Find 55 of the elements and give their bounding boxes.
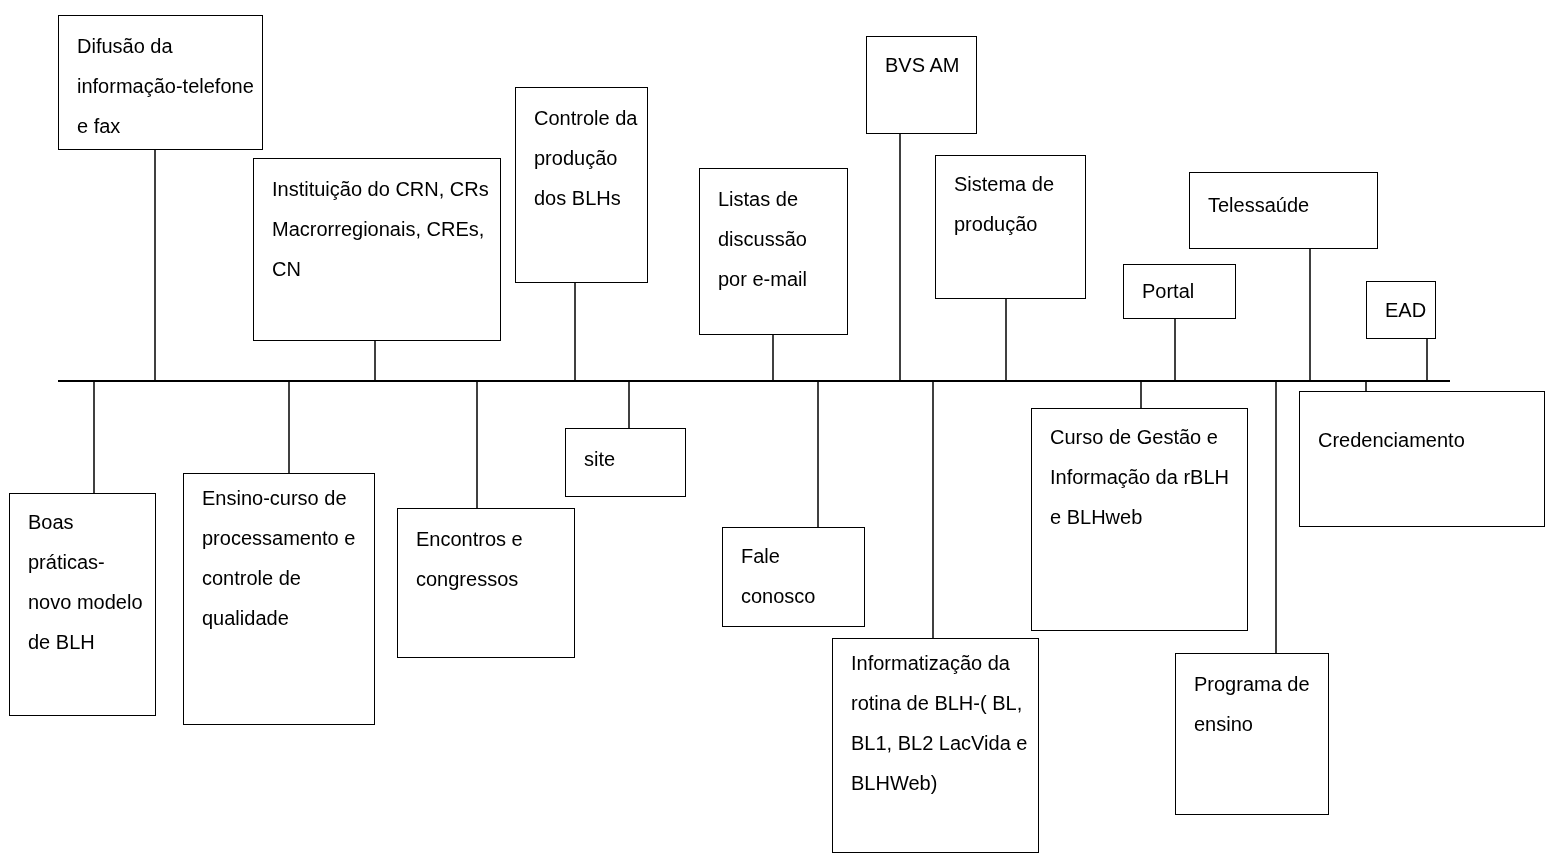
milestone-text: BVS AM [885, 53, 961, 78]
connector-line [574, 282, 576, 382]
milestone-text: EAD [1385, 298, 1427, 323]
milestone-text: Informatização da rotina de BLH-( BL, BL1, BL2 LacVida e BLHWeb) [851, 651, 1029, 796]
milestone-box [832, 638, 1039, 853]
milestone-box [935, 155, 1086, 299]
connector-line [1174, 318, 1176, 382]
milestone-box [866, 36, 977, 134]
milestone-text: Boas práticas-novo modelo de BLH [28, 510, 144, 655]
milestone-box [397, 508, 575, 658]
milestone-text: Curso de Gestão e Informação da rBLH e BLHweb [1050, 425, 1230, 530]
connector-line [476, 380, 478, 509]
milestone-box [699, 168, 848, 335]
milestone-box [722, 527, 865, 627]
connector-line [1426, 338, 1428, 382]
milestone-box [565, 428, 686, 497]
connector-line [1365, 380, 1367, 392]
milestone-text: Instituição do CRN, CRs Macrorregionais, CREs, CN [272, 177, 490, 282]
milestone-text: Portal [1142, 279, 1196, 304]
milestone-box [1123, 264, 1236, 319]
connector-line [932, 380, 934, 639]
milestone-box [9, 493, 156, 716]
connector-line [1275, 380, 1277, 654]
connector-line [374, 340, 376, 382]
milestone-text: Encontros e congressos [416, 527, 524, 592]
connector-line [288, 380, 290, 474]
milestone-box [253, 158, 501, 341]
milestone-box [58, 15, 263, 150]
milestone-box [515, 87, 648, 283]
milestone-text: Difusão da informação-telefone e fax [77, 34, 254, 139]
milestone-box [1031, 408, 1248, 631]
connector-line [817, 380, 819, 528]
milestone-box [1299, 391, 1545, 527]
milestone-text: Programa de ensino [1194, 672, 1311, 737]
milestone-text: Telessaúde [1208, 193, 1311, 218]
milestone-box [1366, 281, 1436, 339]
milestone-text: Ensino-curso de processamento e controle de qualidade [202, 486, 357, 631]
milestone-text: Listas de discussão por e-mail [718, 187, 808, 292]
milestone-text: site [584, 447, 617, 472]
connector-line [772, 334, 774, 382]
connector-line [1005, 298, 1007, 382]
connector-line [1140, 380, 1142, 409]
milestone-text: Sistema de produção [954, 172, 1056, 237]
milestone-text: Fale conosco [741, 544, 817, 609]
milestone-box [1189, 172, 1378, 249]
timeline-bar [58, 380, 1450, 382]
connector-line [154, 149, 156, 382]
connector-line [899, 133, 901, 382]
connector-line [93, 380, 95, 494]
milestone-text: Controle da produção dos BLHs [534, 106, 639, 211]
milestone-text: Credenciamento [1318, 428, 1466, 453]
connector-line [628, 380, 630, 429]
milestone-box [1175, 653, 1329, 815]
connector-line [1309, 248, 1311, 382]
milestone-box [183, 473, 375, 725]
